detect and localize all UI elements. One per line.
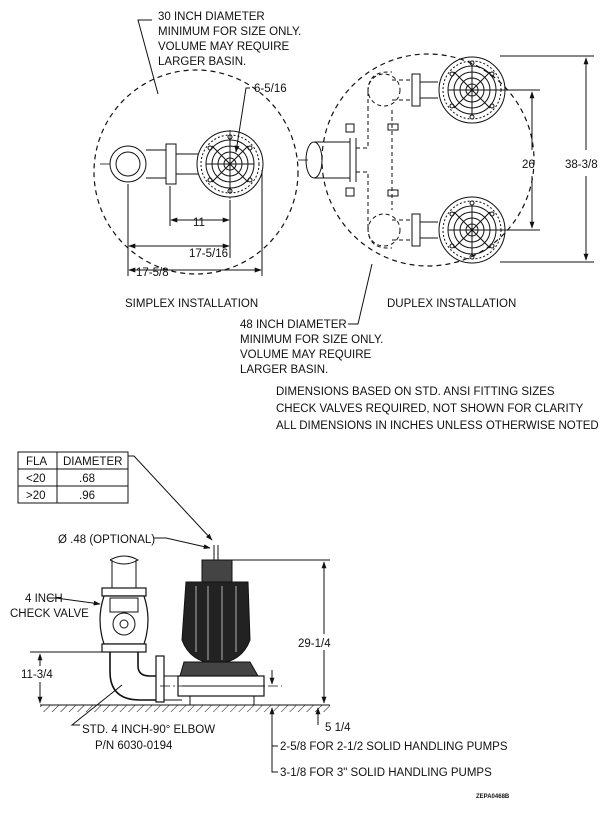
simplex-basin-note-3: VOLUME MAY REQUIRE	[158, 41, 290, 53]
simplex-discharge-pipe	[109, 145, 147, 183]
simplex-basin-outline	[93, 69, 299, 275]
dim-17-5-16: 17-5/16	[189, 248, 228, 260]
simplex-basin-note-4: LARGER BASIN.	[158, 56, 246, 68]
duplex-note-leader	[348, 263, 373, 325]
elbow-leader	[70, 684, 123, 726]
pump-motor	[181, 581, 251, 665]
hole-note: Ø .48 (OPTIONAL)	[58, 534, 155, 546]
dim-6-5-16: 6-5/16	[254, 83, 287, 95]
dim-5-1-4: 5 1/4	[325, 722, 351, 734]
table-cell: <20	[26, 473, 46, 485]
table-leader	[128, 455, 213, 541]
dim-29-1-4: 29-1/4	[298, 638, 331, 650]
dim-11-3-4: 11-3/4	[21, 669, 53, 681]
dim-38-3-8: 38-3/8	[565, 159, 598, 171]
simplex-note-leader	[137, 19, 159, 95]
simplex-caption: SIMPLEX INSTALLATION	[125, 298, 258, 310]
note-2-5-8: 2-5/8 FOR 2-1/2 SOLID HANDLING PUMPS	[280, 741, 508, 753]
elbow-90	[109, 652, 156, 701]
duplex-caption: DUPLEX INSTALLATION	[387, 298, 516, 310]
simplex-plan-view	[93, 19, 299, 276]
elbow-note-2: P/N 6030-0194	[95, 740, 173, 752]
elbow-note-1: STD. 4 INCH-90° ELBOW	[82, 724, 215, 736]
simplex-basin-note-2: MINIMUM FOR SIZE ONLY.	[158, 26, 301, 38]
duplex-basin-note-2: MINIMUM FOR SIZE ONLY.	[240, 334, 383, 346]
check-valve-label-2: CHECK VALVE	[10, 608, 89, 620]
dim-26: 26	[522, 159, 535, 171]
duplex-basin-note-1: 48 INCH DIAMETER	[240, 319, 347, 331]
duplex-plan-view	[298, 53, 594, 325]
general-note-1: DIMENSIONS BASED ON STD. ANSI FITTING SI…	[276, 386, 555, 398]
duplex-basin-outline	[321, 53, 535, 267]
table-header-fla: FLA	[26, 456, 47, 468]
note-3-1-8: 3-1/8 FOR 3" SOLID HANDLING PUMPS	[280, 767, 492, 779]
duplex-basin-note-3: VOLUME MAY REQUIRE	[240, 349, 372, 361]
cable-table	[17, 451, 129, 504]
drawing-id: ZEPA0468B	[476, 794, 510, 800]
table-cell: .96	[79, 490, 95, 502]
table-cell: >20	[26, 490, 46, 502]
check-valve-label-1: 4 INCH	[25, 593, 63, 605]
general-note-2: CHECK VALVES REQUIRED, NOT SHOWN FOR CLA…	[276, 403, 584, 415]
table-cell: .68	[79, 473, 95, 485]
duplex-common-discharge	[305, 141, 323, 179]
general-note-3: ALL DIMENSIONS IN INCHES UNLESS OTHERWIS…	[276, 420, 599, 432]
simplex-basin-note-1: 30 INCH DIAMETER	[158, 11, 265, 23]
dim-11: 11	[193, 217, 205, 229]
duplex-basin-note-4: LARGER BASIN.	[240, 364, 328, 376]
elevation-view	[30, 537, 330, 773]
table-header-diameter: DIAMETER	[63, 456, 122, 468]
dim-17-5-8: 17-5/8	[136, 267, 169, 279]
